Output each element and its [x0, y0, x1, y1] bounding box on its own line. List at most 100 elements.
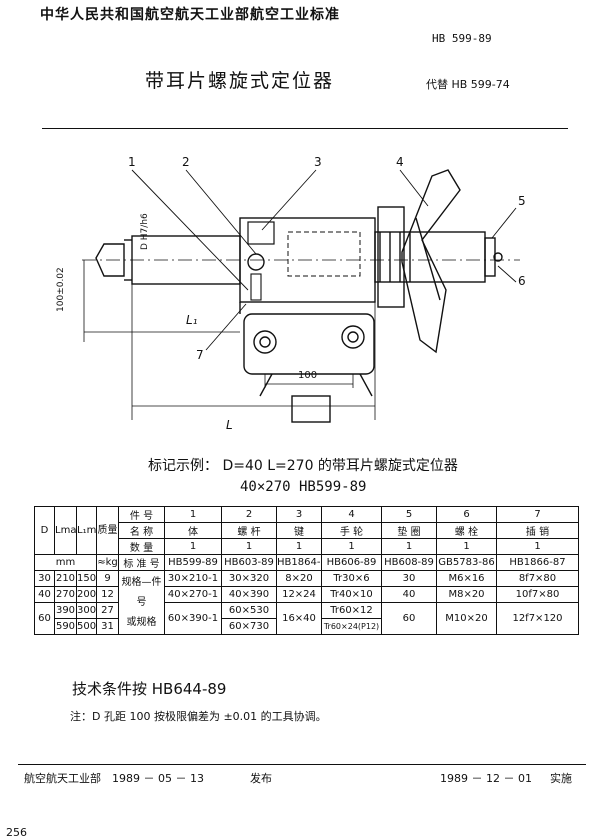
standard-ref: GB5783-86 — [436, 554, 497, 571]
dimension-100: 100 — [298, 370, 318, 381]
label-part-number: 件 号 — [118, 506, 165, 523]
spec-table: D Lmax L₁max 质量 件 号 1 2 3 4 5 6 7 名 称 体 … — [34, 506, 579, 635]
dimension-l1: L₁ — [186, 313, 198, 327]
publisher: 航空航天工业部 — [24, 772, 101, 785]
cell-p7: 12f7×120 — [496, 602, 579, 635]
callout-7: 7 — [196, 348, 204, 362]
cell-p5: 60 — [381, 602, 437, 635]
cell-p6: M6×16 — [436, 570, 497, 587]
base-stem — [291, 395, 331, 423]
part-name: 螺 杆 — [221, 522, 277, 539]
cell-p2: 60×530 — [221, 602, 277, 619]
page-number: 256 — [6, 826, 27, 839]
callout-2: 2 — [182, 155, 190, 169]
cell-l1max: 150 — [76, 570, 97, 587]
marking-example-line1: 标记示例： D=40 L=270 的带耳片螺旋式定位器 — [148, 458, 458, 474]
standard-ref: HB599-89 — [164, 554, 222, 571]
header-lmax: Lmax — [54, 506, 77, 555]
label-part-name: 名 称 — [118, 522, 165, 539]
part-number: 1 — [164, 506, 222, 523]
quantity: 1 — [276, 538, 322, 555]
document-title: 带耳片螺旋式定位器 — [145, 70, 335, 92]
spec-label-line2: 或规格 — [126, 616, 157, 628]
part-number: 3 — [276, 506, 322, 523]
quantity: 1 — [321, 538, 382, 555]
replaces-note: 代替 HB 599-74 — [426, 78, 510, 91]
cell-p2: 60×730 — [221, 618, 277, 635]
cell-p4: Tr60×24(P12) — [321, 618, 382, 635]
assembly-drawing — [82, 169, 520, 423]
quantity: 1 — [381, 538, 437, 555]
part-name: 手 轮 — [321, 522, 382, 539]
cell-l1max: 200 — [76, 586, 97, 603]
unit-mm: mm — [34, 554, 97, 571]
header-d: D — [34, 506, 55, 555]
standard-number: HB 599-89 — [432, 32, 492, 45]
ear-plate — [243, 313, 375, 375]
part-number: 6 — [436, 506, 497, 523]
part-name: 插 销 — [496, 522, 579, 539]
quantity: 1 — [496, 538, 579, 555]
callout-5: 5 — [518, 194, 526, 208]
cell-l1max: 500 — [76, 618, 97, 635]
cell-p6: M8×20 — [436, 586, 497, 603]
technical-conditions: 技术条件按 HB644-89 — [72, 680, 227, 698]
table-row: 590 500 31 60×730 Tr60×24(P12) — [35, 618, 579, 635]
dimension-vertical: 100±0.02 — [56, 267, 66, 312]
callout-6: 6 — [518, 274, 526, 288]
callout-3: 3 — [314, 155, 322, 169]
standard-ref: HB608-89 — [381, 554, 437, 571]
effective-label: 实施 — [550, 772, 572, 785]
unit-kg: ≈kg — [96, 554, 119, 571]
callout-4: 4 — [396, 155, 404, 169]
quantity: 1 — [221, 538, 277, 555]
cell-p4: Tr40×10 — [321, 586, 382, 603]
cell-p1: 30×210-1 — [164, 570, 222, 587]
cell-p4: Tr30×6 — [321, 570, 382, 587]
part-name: 螺 栓 — [436, 522, 497, 539]
cell-mass: 12 — [96, 586, 119, 603]
end-bolt — [484, 237, 496, 277]
header-l1max: L₁max — [76, 506, 97, 555]
table-row: 30 210 150 9 规格—件号 或规格 30×210-1 30×320 8… — [34, 570, 579, 635]
cell-d: 60 — [34, 602, 55, 635]
cell-p1: 60×390-1 — [164, 602, 222, 635]
cell-lmax: 590 — [54, 618, 77, 635]
cell-lmax: 390 — [54, 602, 77, 619]
part-number: 5 — [381, 506, 437, 523]
cell-mass: 31 — [96, 618, 119, 635]
cell-p6: M10×20 — [436, 602, 497, 635]
cell-p2: 40×390 — [221, 586, 277, 603]
quantity: 1 — [164, 538, 222, 555]
cell-p3: 8×20 — [276, 570, 322, 587]
publish-date: 1989 － 05 － 13 — [112, 772, 204, 785]
cell-p7: 10f7×80 — [496, 586, 579, 603]
marking-example-line2: 40×270 HB599-89 — [240, 479, 367, 495]
header-rule — [42, 128, 568, 129]
cell-lmax: 270 — [54, 586, 77, 603]
table-row: 40 270 200 12 40×270-1 40×390 12×24 Tr40… — [34, 586, 579, 603]
footer-rule — [18, 764, 586, 765]
label-quantity: 数 量 — [118, 538, 165, 555]
part-number: 4 — [321, 506, 382, 523]
standard-ref: HB1866-87 — [496, 554, 579, 571]
quantity: 1 — [436, 538, 497, 555]
cell-p7: 8f7×80 — [496, 570, 579, 587]
spec-label-line1: 规格—件号 — [121, 576, 162, 608]
part-name: 垫 圈 — [381, 522, 437, 539]
cell-d: 30 — [34, 570, 55, 587]
header-mass: 质量 — [96, 506, 119, 555]
cell-mass: 9 — [96, 570, 119, 587]
cell-p5: 30 — [381, 570, 437, 587]
cell-p3: 16×40 — [276, 602, 322, 635]
cell-p2: 30×320 — [221, 570, 277, 587]
dimension-l: L — [226, 418, 233, 432]
part-number: 7 — [496, 506, 579, 523]
handwheel — [401, 169, 461, 354]
standard-ref: HB606-89 — [321, 554, 382, 571]
cell-d: 40 — [34, 586, 55, 603]
cell-p3: 12×24 — [276, 586, 322, 603]
note: 注：D 孔距 100 按极限偏差为 ±0.01 的工具协调。 — [70, 710, 327, 723]
cell-mass: 27 — [96, 602, 119, 619]
spec-label: 规格—件号 或规格 — [118, 570, 165, 635]
